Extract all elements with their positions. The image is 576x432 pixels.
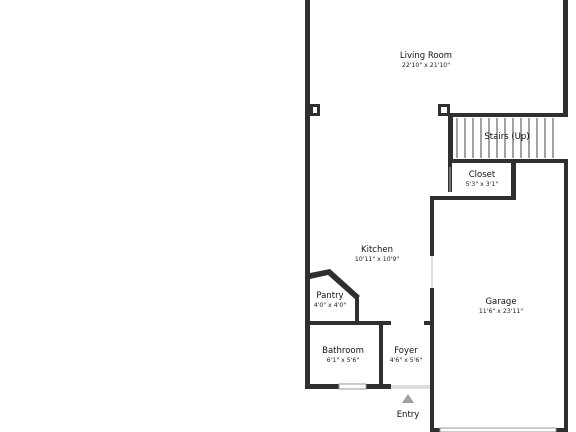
wall-stairs-top <box>448 113 568 117</box>
column-right-inner <box>441 107 447 113</box>
bathroom-dims: 6'1" x 5'6" <box>327 357 360 364</box>
wall-garage-left-upper <box>430 196 434 256</box>
wall-foyer-right <box>424 321 434 325</box>
kitchen-name: Kitchen <box>361 245 393 255</box>
foyer-dims: 4'6" x 5'6" <box>390 357 423 364</box>
wall-stairs-left <box>448 113 453 163</box>
living-room-dims: 22'10" x 21'10" <box>402 62 450 69</box>
wall-bathroom-right <box>379 321 383 389</box>
wall-pantry-angle <box>310 269 360 300</box>
living-room-name: Living Room <box>400 51 452 61</box>
wall-bathroom-top <box>305 321 391 325</box>
bathroom-name: Bathroom <box>322 346 364 356</box>
closet-dims: 5'3" x 3'1" <box>466 181 499 188</box>
column-left-inner <box>313 107 317 113</box>
foyer-name: Foyer <box>394 346 418 356</box>
wall-left <box>305 0 310 388</box>
bathroom-window <box>338 383 367 390</box>
stairs-treads <box>456 118 554 158</box>
garage-door-bottom <box>439 427 557 432</box>
pantry-name: Pantry <box>316 291 343 301</box>
entry-label: Entry <box>397 410 420 420</box>
stairs-name: Stairs (Up) <box>484 132 529 142</box>
wall-bottom-bathroom-right <box>366 384 391 389</box>
closet-name: Closet <box>469 170 496 180</box>
wall-bottom-bathroom <box>305 384 339 389</box>
wall-closet-right <box>511 159 516 200</box>
wall-pantry-right <box>355 296 359 325</box>
wall-garage-left-lower <box>430 288 434 432</box>
garage-name: Garage <box>485 297 516 307</box>
wall-stairs-bottom <box>448 159 568 163</box>
pantry-dims: 4'0" x 4'0" <box>314 302 347 309</box>
garage-dims: 11'6" x 23'11" <box>479 308 523 315</box>
wall-garage-top-left <box>430 196 516 200</box>
wall-living-right <box>563 0 568 116</box>
wall-garage-right <box>564 163 568 432</box>
kitchen-dims: 10'11" x 10'9" <box>355 256 399 263</box>
entry-arrow-icon <box>402 394 414 403</box>
